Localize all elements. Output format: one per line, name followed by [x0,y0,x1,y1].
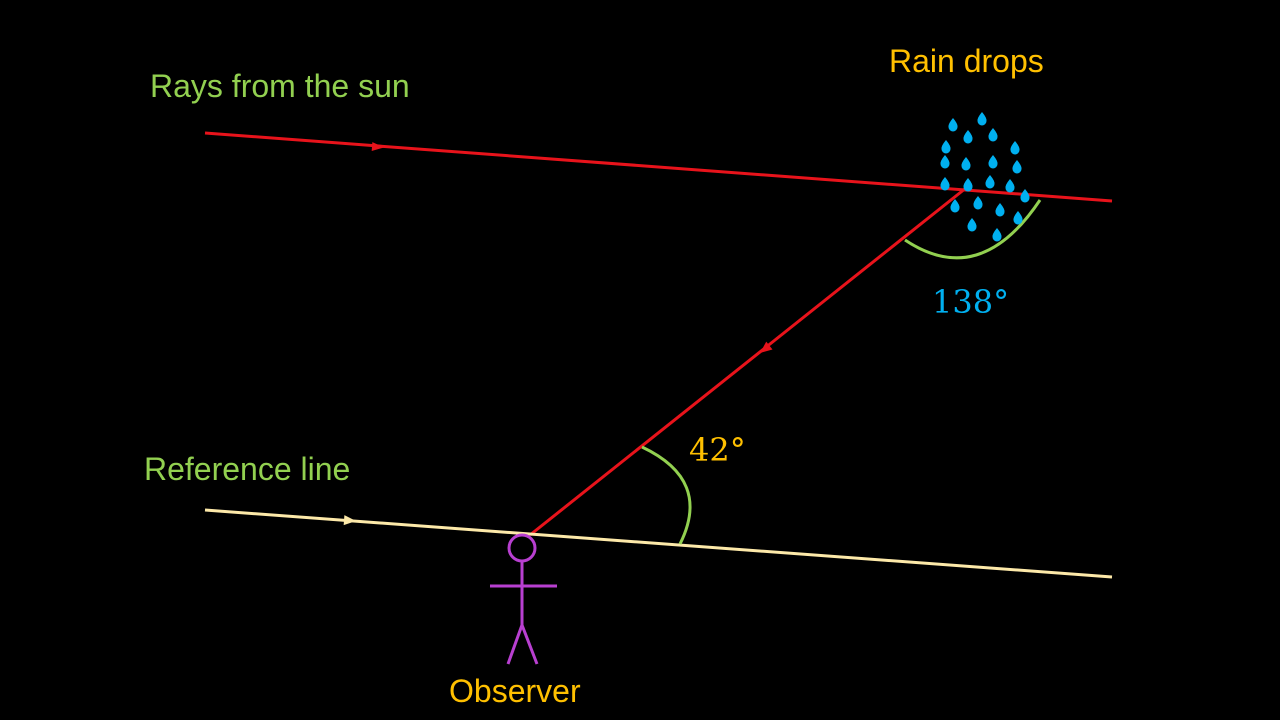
raindrop-icon [1013,211,1023,225]
raindrop-icon [948,118,958,132]
raindrop-icon [940,177,950,191]
obtuse-angle-arc [904,199,1042,260]
raindrop-icon [963,178,973,192]
raindrop-icon [973,196,983,210]
sun-ray-line [204,131,1113,203]
reference-line-arrow-icon [343,515,356,526]
acute-angle-arc [641,445,692,545]
raindrop-icon [967,218,977,232]
raindrop-icon [961,157,971,171]
rain-drops-cluster [940,112,1030,242]
observer-label: Observer [449,673,581,709]
raindrop-icon [963,130,973,144]
reference-line [204,508,1113,579]
raindrop-icon [985,175,995,189]
reference-line-label: Reference line [144,451,350,487]
refracted-ray-line [529,186,967,537]
raindrop-icon [940,155,950,169]
raindrop-icon [941,140,951,154]
raindrop-icon [992,228,1002,242]
raindrop-icon [988,155,998,169]
refracted-ray-arrow-icon [760,341,773,353]
raindrop-icon [1010,141,1020,155]
raindrop-icon [950,199,960,213]
observer-stick-figure-icon [490,533,557,665]
angle-obtuse-label: 138° [932,283,1009,321]
rain-drops-label: Rain drops [889,43,1044,79]
raindrop-icon [977,112,987,126]
sun-rays-label: Rays from the sun [150,68,410,104]
raindrop-icon [1005,179,1015,193]
angle-acute-label: 42° [689,431,746,469]
raindrop-icon [1012,160,1022,174]
raindrop-icon [995,203,1005,217]
sun-ray-arrow-icon [371,142,384,152]
raindrop-icon [988,128,998,142]
raindrop-icon [1020,189,1030,203]
